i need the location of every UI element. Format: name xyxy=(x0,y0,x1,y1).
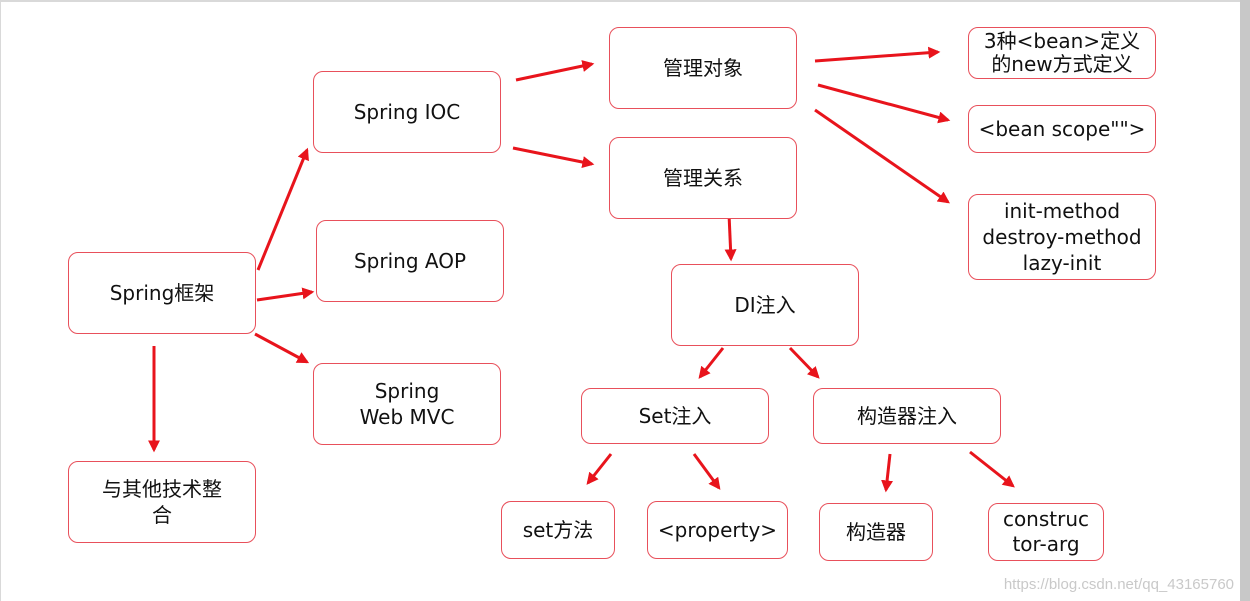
arrow-framework-to-ioc xyxy=(256,147,309,271)
node-set-method: set方法 xyxy=(501,501,615,559)
arrow-constructor-to-ctorarg xyxy=(969,450,1015,488)
node-set-method-label: set方法 xyxy=(522,518,594,542)
node-set-injection: Set注入 xyxy=(581,388,769,444)
frame-top-border xyxy=(0,0,1250,2)
node-constructor: 构造器 xyxy=(819,503,933,561)
node-spring-framework: Spring框架 xyxy=(68,252,256,334)
node-di-injection-label: DI注入 xyxy=(734,293,796,317)
node-set-injection-label: Set注入 xyxy=(638,404,712,428)
node-bean-definition-label: 3种<bean>定义 的new方式定义 xyxy=(983,29,1141,76)
arrow-di-to-constructor xyxy=(788,346,820,379)
node-lifecycle-attrs: init-method destroy-method lazy-init xyxy=(968,194,1156,280)
arrow-set-to-property xyxy=(692,453,721,490)
node-spring-web-mvc: Spring Web MVC xyxy=(313,363,501,445)
node-constructor-injection-label: 构造器注入 xyxy=(857,404,957,428)
node-constructor-arg-label: construc tor-arg xyxy=(1002,507,1090,556)
node-constructor-arg: construc tor-arg xyxy=(988,503,1104,561)
node-spring-ioc: Spring IOC xyxy=(313,71,501,153)
node-property-tag: <property> xyxy=(647,501,788,559)
arrow-framework-to-aop xyxy=(256,287,315,302)
arrow-objects-to-lifecycle xyxy=(814,108,950,204)
node-bean-scope-label: <bean scope""> xyxy=(978,117,1146,141)
node-manage-relations-label: 管理关系 xyxy=(663,166,743,190)
node-manage-relations: 管理关系 xyxy=(609,137,797,219)
node-manage-objects-label: 管理对象 xyxy=(663,56,743,80)
arrow-ioc-to-relations xyxy=(512,146,595,168)
arrow-di-to-set xyxy=(698,347,725,379)
node-bean-scope: <bean scope""> xyxy=(968,105,1156,153)
arrow-objects-to-scope xyxy=(817,83,951,124)
node-constructor-injection: 构造器注入 xyxy=(813,388,1001,444)
node-constructor-label: 构造器 xyxy=(846,520,906,544)
arrow-objects-to-bean-def xyxy=(814,46,941,63)
arrow-ioc-to-objects xyxy=(515,60,595,82)
node-di-injection: DI注入 xyxy=(671,264,859,346)
node-lifecycle-attrs-label: init-method destroy-method lazy-init xyxy=(982,199,1142,275)
node-property-tag-label: <property> xyxy=(657,518,778,542)
node-spring-web-mvc-label: Spring Web MVC xyxy=(359,379,455,429)
arrow-relations-to-di xyxy=(724,213,737,262)
frame-left-border xyxy=(0,0,1,601)
node-integration-label: 与其他技术整 合 xyxy=(102,477,222,527)
arrow-framework-to-mvc xyxy=(254,332,310,364)
node-spring-aop: Spring AOP xyxy=(316,220,504,302)
node-manage-objects: 管理对象 xyxy=(609,27,797,109)
node-spring-framework-label: Spring框架 xyxy=(109,281,215,305)
node-spring-ioc-label: Spring IOC xyxy=(353,100,461,124)
frame-right-border xyxy=(1240,0,1250,601)
node-integration: 与其他技术整 合 xyxy=(68,461,256,543)
watermark-text: https://blog.csdn.net/qq_43165760 xyxy=(1003,576,1234,593)
arrow-constructor-to-ctor xyxy=(881,453,894,493)
node-spring-aop-label: Spring AOP xyxy=(353,249,467,273)
node-bean-definition: 3种<bean>定义 的new方式定义 xyxy=(968,27,1156,79)
arrow-set-to-method xyxy=(586,453,613,485)
